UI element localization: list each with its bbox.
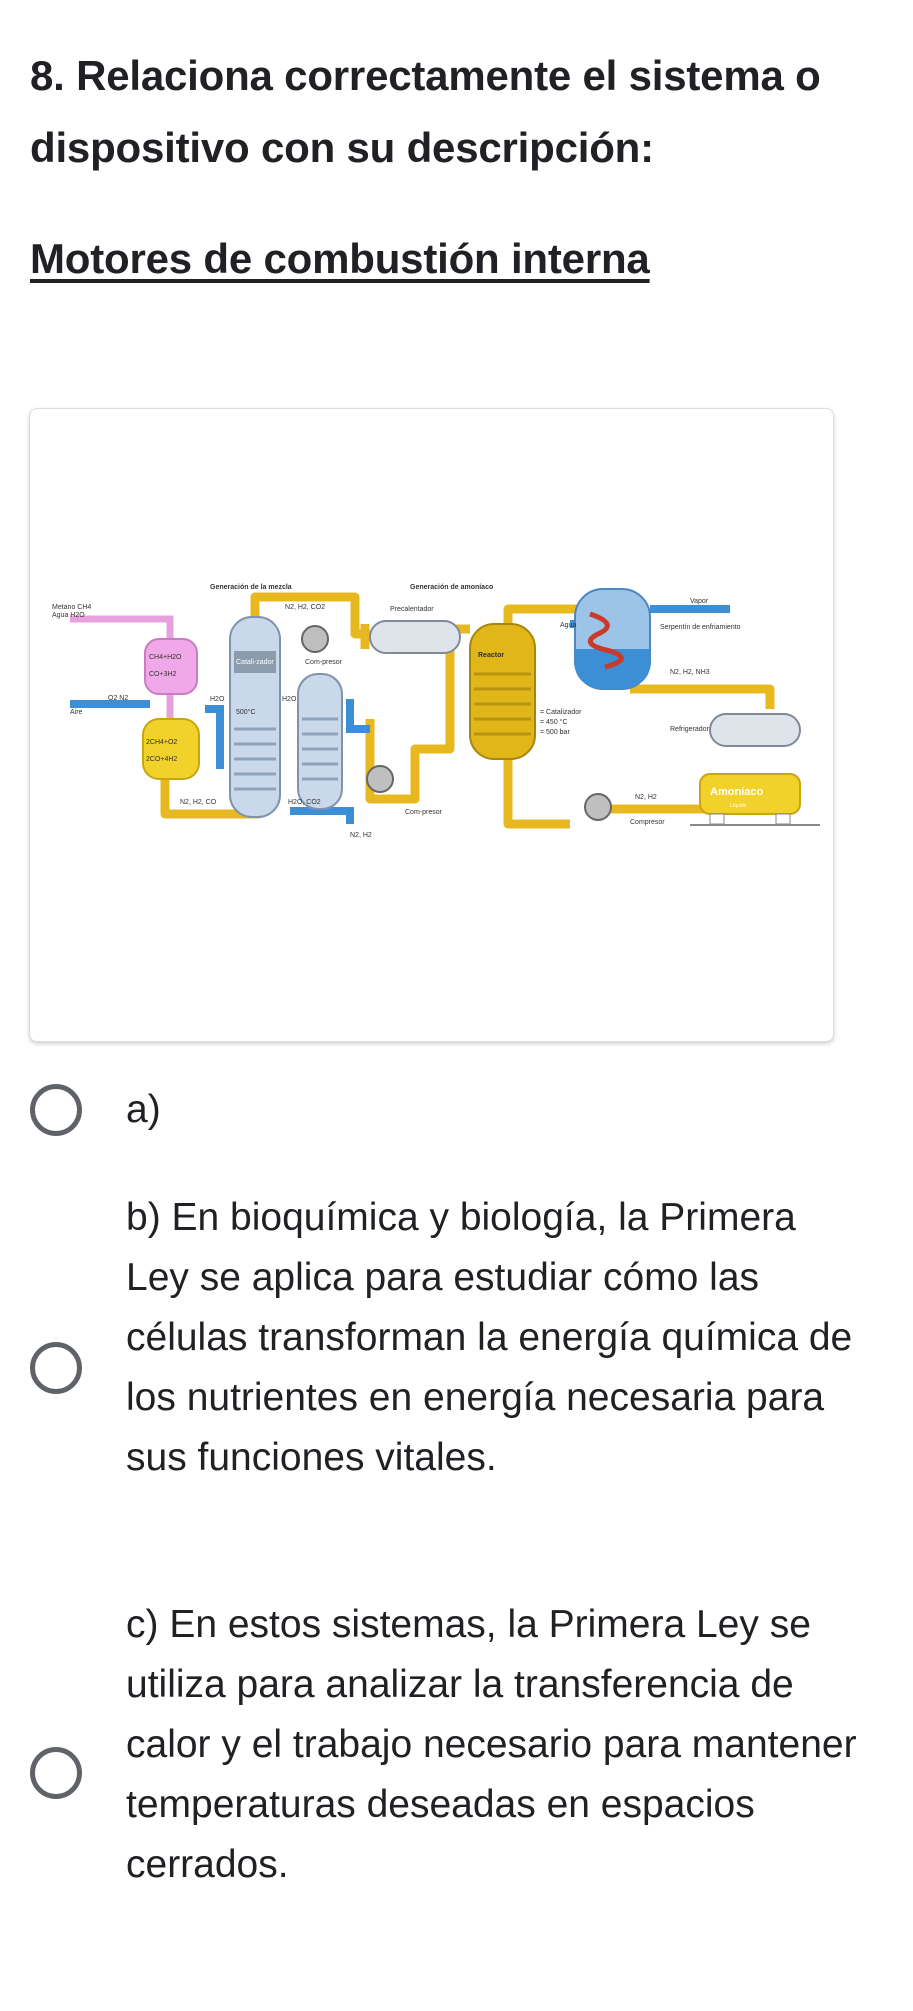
cooling-coil <box>587 611 624 670</box>
label-precalentador: Precalentador <box>390 606 434 613</box>
reactor-vessel <box>469 623 536 760</box>
catalyst-column <box>229 616 281 818</box>
label-compresor3: Compresor <box>630 819 665 826</box>
option-a[interactable]: a) <box>0 1080 913 1140</box>
mixing-vessel-pink <box>144 638 198 695</box>
compressor-1-icon <box>301 625 329 653</box>
label-n2h2co2: N2, H2, CO2 <box>285 604 325 611</box>
compressor-2-icon <box>366 765 394 793</box>
label-h2oco2: H2O, CO2 <box>288 799 321 806</box>
label-gen-mezcla: Generación de la mezcla <box>210 584 292 591</box>
preheater <box>369 620 461 654</box>
label-compresor1: Com-presor <box>305 659 343 666</box>
label-temp500: 500°C <box>236 708 256 716</box>
cooling-water <box>575 649 650 689</box>
label-aire: Aire <box>70 709 83 716</box>
catalyst-bed <box>234 651 276 673</box>
label-amoniaco: Amoníaco <box>710 786 763 798</box>
ammonia-tank <box>699 773 801 815</box>
ammonia-process-diagram: Generación de la mezcla Generación de am… <box>52 584 820 839</box>
option-b[interactable]: b) En bioquímica y biología, la Primera … <box>0 1188 913 1548</box>
question-title: 8. Relaciona correctamente el sistema o … <box>30 52 821 171</box>
column-trays <box>234 727 276 791</box>
label-2co: 2CO+4H2 <box>146 756 177 763</box>
label-n2h2nh3: N2, H2, NH3 <box>670 669 710 676</box>
question-subtitle: Motores de combustión interna <box>30 235 650 282</box>
combustion-vessel-yellow <box>142 718 200 780</box>
reactor-beds <box>474 672 531 736</box>
label-bar500: = 500 bar <box>540 729 570 736</box>
label-catalizador2: = Catalizador <box>540 709 582 716</box>
label-temp450: = 450 °C <box>540 718 568 726</box>
radio-option-c[interactable] <box>30 1747 82 1799</box>
label-reactor: Reactor <box>478 652 504 659</box>
label-h2o-left: H2O <box>210 696 225 703</box>
option-c-label: c) En estos sistemas, la Primera Ley se … <box>126 1603 857 1886</box>
question-image-card: Generación de la mezcla Generación de am… <box>29 408 834 1042</box>
label-compresor2: Com-presor <box>405 809 443 816</box>
label-o2: O2 N2 <box>108 695 128 702</box>
label-2ch4: 2CH4+O2 <box>146 739 177 746</box>
label-co-3h2: CO+3H2 <box>149 671 177 678</box>
option-b-label: b) En bioquímica y biología, la Primera … <box>126 1196 853 1479</box>
tank-leg-left <box>709 813 725 825</box>
label-refrigerador: Refrigerador <box>670 726 710 733</box>
label-ch4-h2o: CH4+H2O <box>149 654 182 661</box>
label-agua-h2o: Agua H2O <box>52 612 85 619</box>
scrubber-column <box>297 673 343 810</box>
label-vapor: Vapor <box>690 598 709 605</box>
label-liquido: Líquido <box>730 803 747 809</box>
label-n2h2-right: N2, H2 <box>635 794 657 801</box>
compressor-3-icon <box>584 793 612 821</box>
tank-leg-right <box>775 813 791 825</box>
label-agua: Agua <box>560 622 576 629</box>
label-h2o-mid: H2O <box>282 696 297 703</box>
label-metano: Metano CH4 <box>52 604 91 611</box>
label-serpentin: Serpentín de enfriamiento <box>660 624 741 631</box>
label-catalizador: Catali-zador <box>236 659 274 666</box>
option-c[interactable]: c) En estos sistemas, la Primera Ley se … <box>0 1595 913 1955</box>
option-a-label: a) <box>126 1088 161 1131</box>
scrubber-trays <box>302 717 338 781</box>
radio-option-a[interactable] <box>30 1084 82 1136</box>
label-n2h2-bottom: N2, H2 <box>350 832 372 839</box>
refrigerator <box>709 713 801 747</box>
label-gen-amoniaco: Generación de amoníaco <box>410 584 493 591</box>
radio-option-b[interactable] <box>30 1342 82 1394</box>
label-n2h2co: N2, H2, CO <box>180 799 217 806</box>
